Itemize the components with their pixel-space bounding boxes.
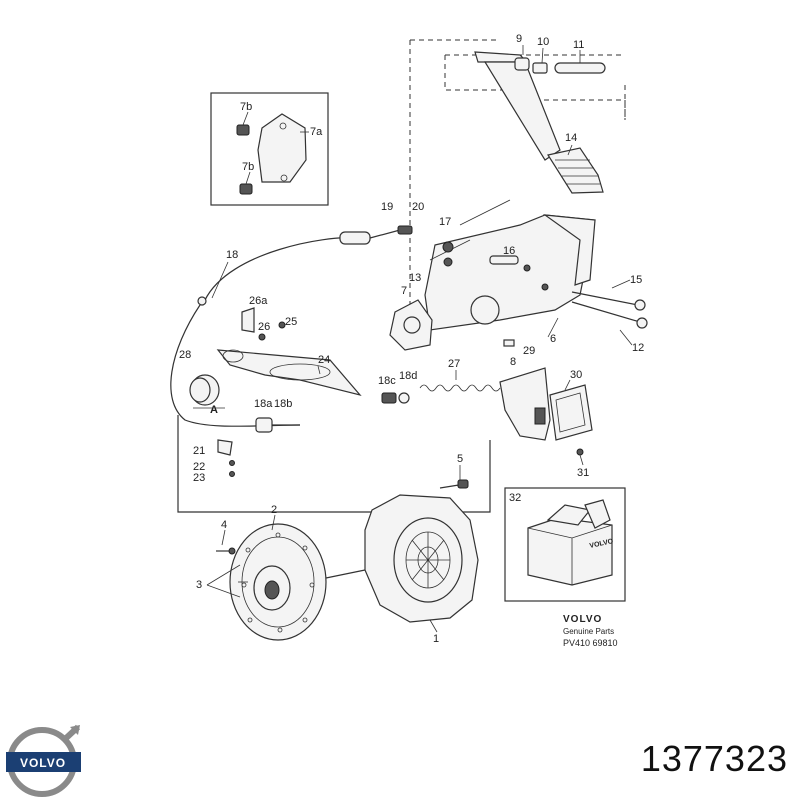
callout-18a: 18a: [254, 398, 273, 410]
pedal-bracket: [424, 199, 596, 331]
callout-31: 31: [577, 467, 589, 479]
callout-20: 20: [412, 201, 424, 213]
callout-13: 13: [409, 272, 421, 284]
cable-group-frame: [177, 415, 491, 513]
callout-14: 14: [565, 132, 577, 144]
genuine-parts-caption: VOLVO Genuine Parts PV410 69810: [563, 614, 618, 648]
callout-27: 27: [448, 358, 460, 370]
boot-gasket: [549, 384, 593, 441]
packaging-box-label: VOLVO: [589, 538, 614, 550]
callout-2: 2: [271, 504, 277, 516]
clutch-disc: [229, 523, 327, 641]
disc-rivet: [216, 547, 236, 555]
callout-26: 26: [258, 321, 270, 333]
callout-11: 11: [573, 39, 584, 51]
pedal-bushing: [514, 57, 548, 74]
callout-7a: 7a: [310, 126, 323, 138]
callout-28: 28: [179, 349, 191, 361]
fork-clip: [241, 307, 286, 341]
gasket-nuts: [236, 124, 253, 195]
callout-22: 22: [193, 461, 205, 473]
callout-A: A: [210, 404, 218, 416]
callout-7b-bottom: 7b: [242, 161, 254, 173]
pedal-shaft: [554, 62, 606, 74]
caption-code: PV410 69810: [563, 638, 618, 648]
pressure-plate-bolt: [439, 479, 469, 489]
callout-12: 12: [632, 342, 644, 354]
callout-16: 16: [503, 245, 515, 257]
callout-25: 25: [285, 316, 297, 328]
callout-labels: 1 2 3 4 5 6 7 7a 7b 7b 8 9 10 11 12 13 1…: [179, 33, 644, 645]
caption-brand: VOLVO: [563, 614, 602, 625]
callout-23: 23: [193, 472, 205, 484]
retaining-clips: [217, 439, 235, 477]
volvo-logo: VOLVO: [6, 724, 81, 797]
callout-7b-top: 7b: [240, 101, 252, 113]
callout-6: 6: [550, 333, 556, 345]
callout-10: 10: [537, 36, 549, 48]
mounting-bolts: [571, 291, 648, 329]
clutch-pedal: [474, 51, 604, 194]
return-spring: [419, 384, 501, 392]
callout-18: 18: [226, 249, 238, 261]
rubber-boot: [499, 367, 551, 441]
callout-7: 7: [401, 285, 407, 297]
callout-19: 19: [381, 201, 393, 213]
callout-5: 5: [457, 453, 463, 465]
bracket-small-parts: [442, 241, 519, 347]
part-number: 1377323: [640, 738, 788, 779]
callout-8: 8: [510, 356, 516, 368]
gasket-inset-box: [210, 92, 329, 206]
callout-17: 17: [439, 216, 451, 228]
clutch-cable: [170, 225, 413, 433]
packaging-box: [527, 499, 613, 586]
callout-18b: 18b: [274, 398, 292, 410]
callout-3: 3: [196, 579, 202, 591]
caption-genuine-parts: Genuine Parts: [563, 627, 614, 636]
disc-to-plate-line: [325, 569, 366, 579]
bracket-cover-plate: [389, 299, 433, 351]
packaging-inset-box: [504, 487, 626, 602]
release-fork: [216, 349, 362, 397]
callout-18d: 18d: [399, 370, 417, 382]
release-bearing: [189, 374, 225, 409]
callout-30: 30: [570, 369, 582, 381]
callout-18c: 18c: [378, 375, 396, 387]
pedal-group-frame: [409, 39, 626, 330]
callout-26a: 26a: [249, 295, 268, 307]
callout-15: 15: [630, 274, 642, 286]
callout-1: 1: [433, 633, 439, 645]
boot-screw: [576, 448, 584, 456]
cable-end-parts: [381, 392, 410, 404]
callout-29: 29: [523, 345, 535, 357]
pressure-plate: [364, 494, 479, 623]
gasket-plate: [257, 113, 307, 183]
callout-32: 32: [509, 492, 521, 504]
leader-lines: [206, 45, 633, 633]
callout-21: 21: [193, 445, 205, 457]
callout-24: 24: [318, 354, 330, 366]
volvo-logo-text: VOLVO: [20, 756, 66, 770]
callout-9: 9: [516, 33, 522, 45]
callout-4: 4: [221, 519, 227, 531]
